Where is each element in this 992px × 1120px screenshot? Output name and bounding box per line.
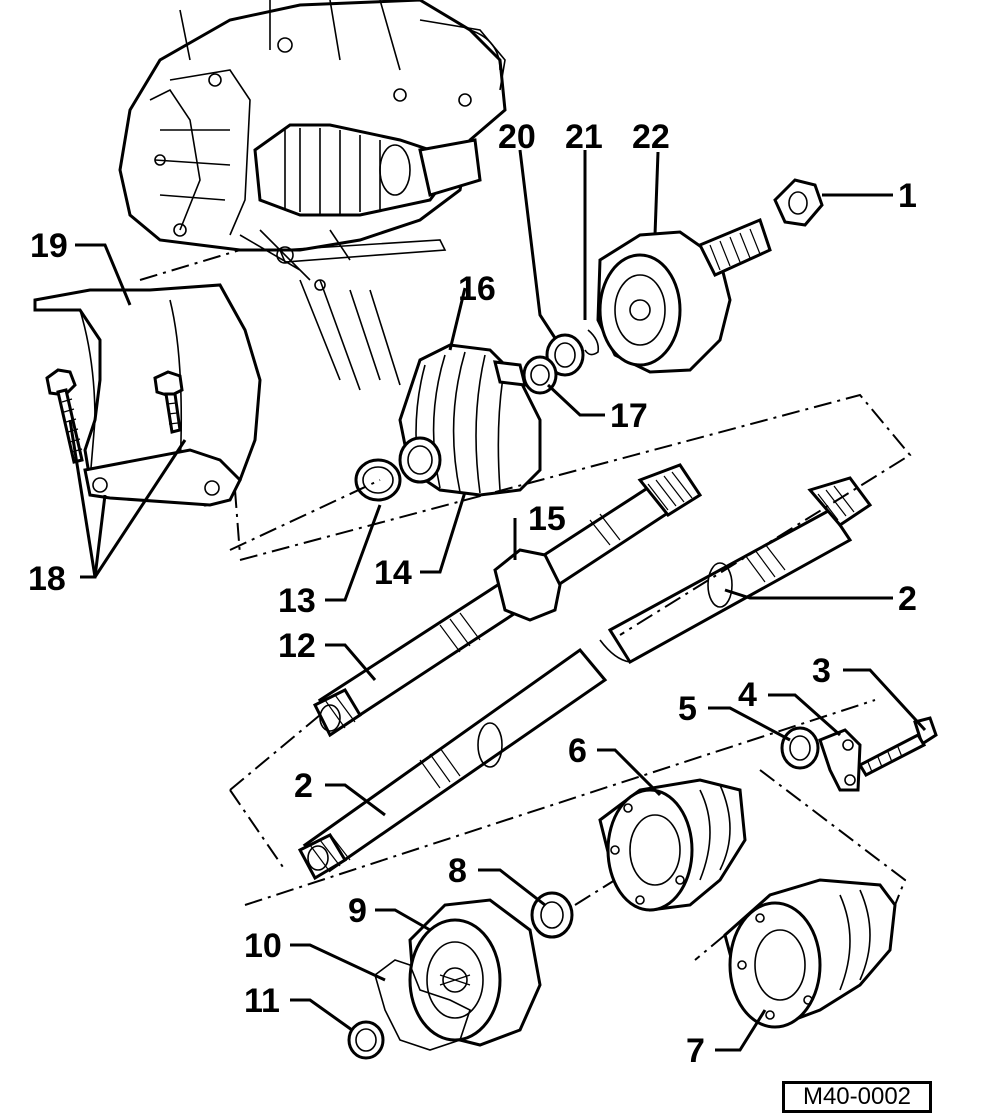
hex-bolt bbox=[857, 716, 938, 777]
callout-8: 8 bbox=[448, 852, 467, 890]
gasket bbox=[374, 959, 471, 1051]
callout-12: 12 bbox=[278, 627, 316, 665]
callout-15: 15 bbox=[528, 500, 566, 538]
circlip bbox=[584, 329, 600, 356]
transmission-housing bbox=[118, 0, 507, 391]
heat-shield bbox=[33, 283, 262, 507]
callout-3: 3 bbox=[812, 652, 831, 690]
callout-11: 11 bbox=[244, 982, 280, 1020]
callout-6: 6 bbox=[568, 732, 587, 770]
callout-22: 22 bbox=[632, 118, 670, 156]
callout-17: 17 bbox=[610, 397, 648, 435]
assembly-guide-lines bbox=[139, 249, 912, 961]
spacer-ring bbox=[545, 333, 585, 377]
callout-4: 4 bbox=[738, 676, 757, 714]
boot-clamp-small bbox=[354, 458, 402, 502]
callout-18: 18 bbox=[28, 560, 66, 598]
callout-13: 13 bbox=[278, 582, 316, 620]
callout-19: 19 bbox=[30, 227, 68, 265]
callout-10: 10 bbox=[244, 927, 282, 965]
callout-7: 7 bbox=[686, 1032, 705, 1070]
callout-labels: 1 2 3 4 5 6 7 8 9 10 11 12 2 13 14 15 16… bbox=[28, 118, 917, 1070]
callout-14: 14 bbox=[374, 554, 412, 592]
hex-nut bbox=[773, 178, 824, 227]
outer-cv-joint bbox=[596, 217, 772, 374]
callout-21: 21 bbox=[565, 118, 603, 156]
inner-cv-joint bbox=[408, 898, 542, 1047]
callout-16: 16 bbox=[458, 270, 496, 308]
callout-5: 5 bbox=[678, 690, 697, 728]
inner-boot bbox=[398, 343, 542, 497]
plate bbox=[818, 728, 862, 792]
circlip-inner bbox=[347, 1020, 385, 1060]
callout-2-left: 2 bbox=[294, 767, 313, 805]
callout-2-right: 2 bbox=[898, 580, 917, 618]
callout-20: 20 bbox=[498, 118, 536, 156]
callout-9: 9 bbox=[348, 892, 367, 930]
figure-reference-code: M40-0002 bbox=[782, 1081, 932, 1113]
bushing bbox=[780, 726, 820, 770]
cv-joint-boot-outer bbox=[723, 878, 897, 1029]
callout-1: 1 bbox=[898, 177, 917, 215]
cv-joint-boot bbox=[598, 778, 747, 912]
drive-shaft-left-segment bbox=[297, 647, 608, 881]
dished-washer bbox=[522, 355, 558, 395]
leader-lines bbox=[68, 149, 927, 1052]
drive-shaft-upper bbox=[312, 463, 703, 738]
